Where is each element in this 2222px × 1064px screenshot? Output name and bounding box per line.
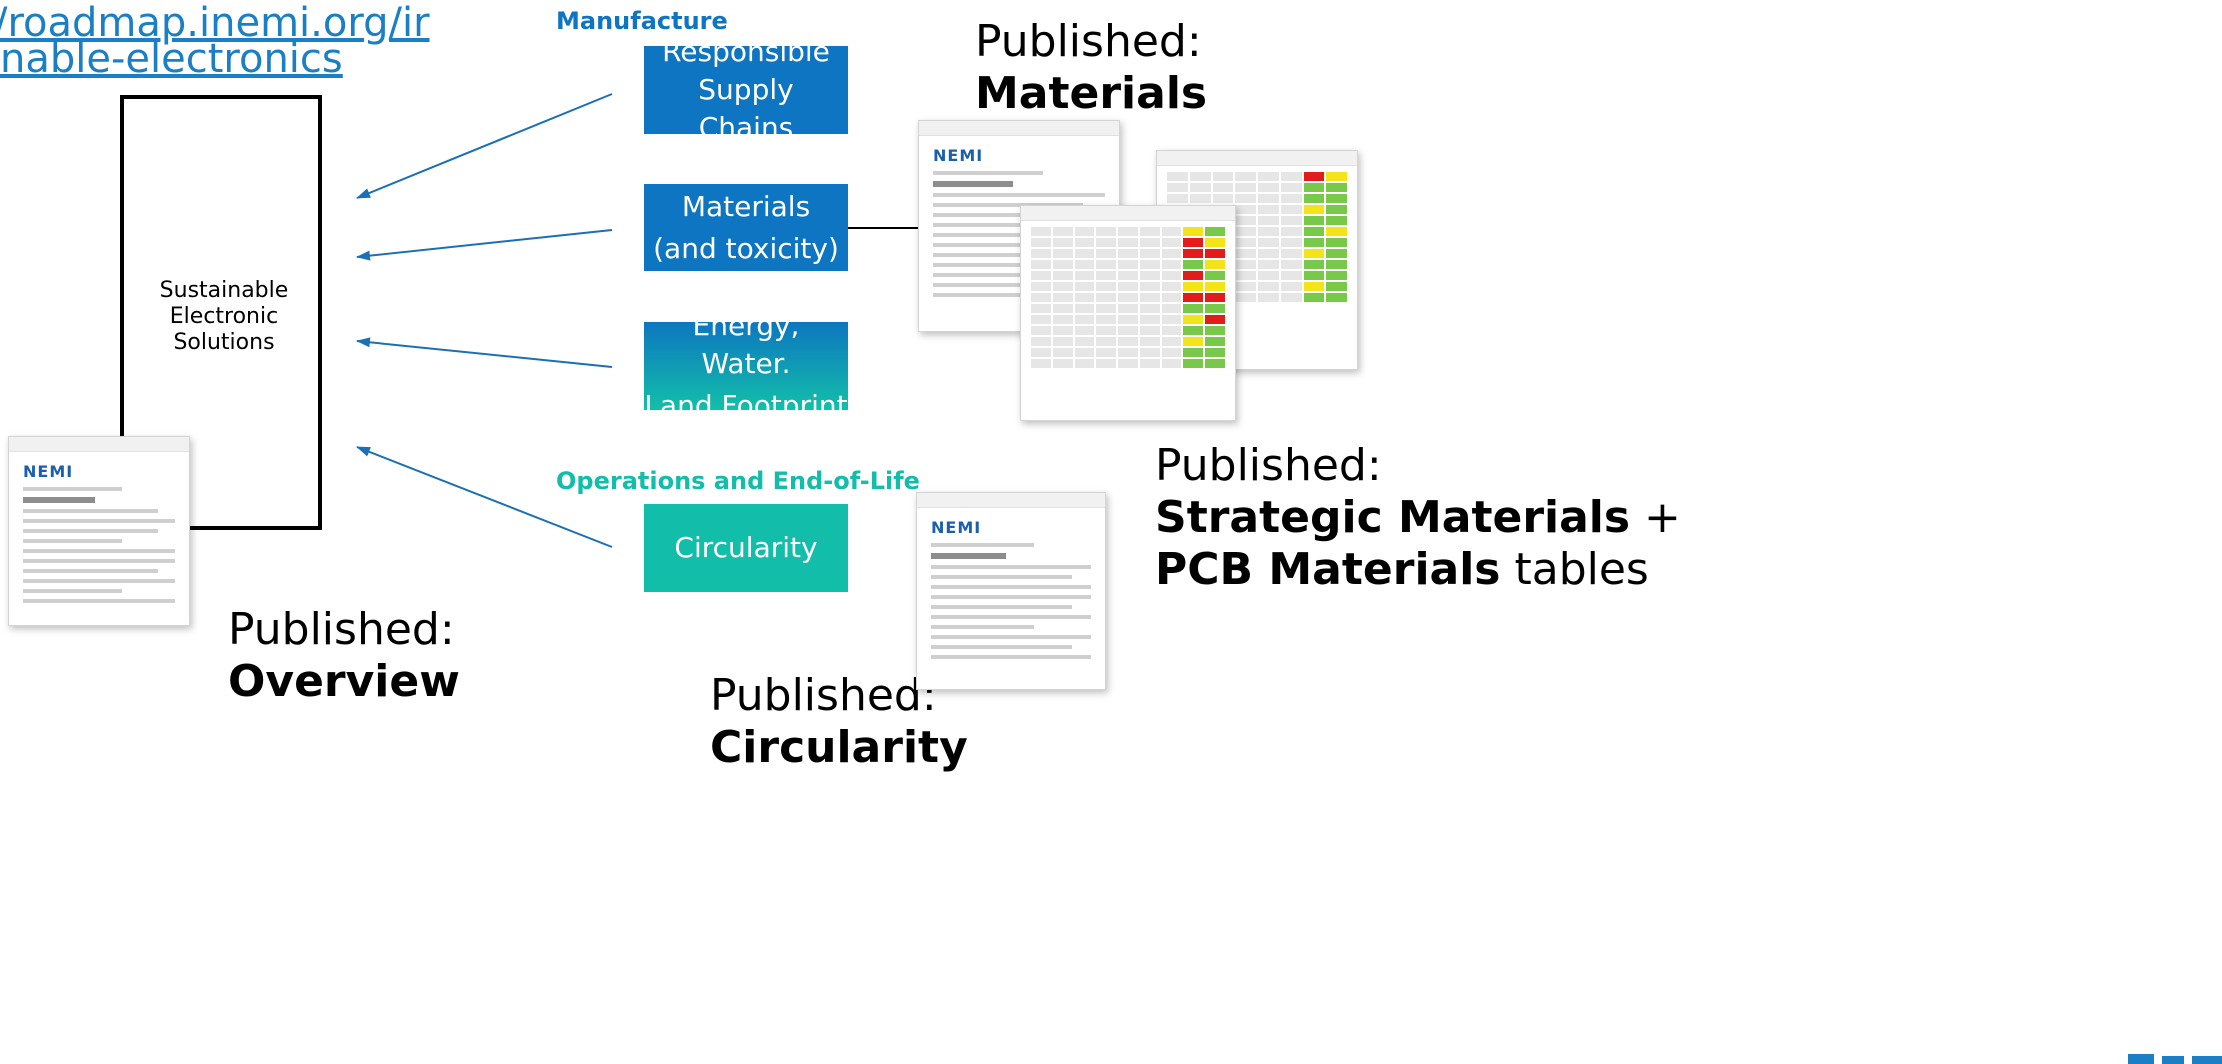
- energy-label-line2: Land Footprint: [644, 389, 848, 422]
- sustainable-solutions-box: [120, 95, 322, 530]
- operations-heading: Operations and End-of-Life: [556, 467, 920, 495]
- inemi-logo: NEMI: [931, 518, 982, 537]
- published-overview: Published: Overview: [228, 604, 460, 708]
- inemi-logo: NEMI: [933, 146, 984, 165]
- materials-label-line1: Materials: [681, 189, 811, 223]
- published-prefix: Published:: [710, 670, 937, 721]
- published-plus: +: [1630, 492, 1681, 543]
- published-overview-name: Overview: [228, 656, 460, 707]
- published-prefix: Published:: [228, 604, 455, 655]
- arrow-supply-chains: [356, 93, 613, 199]
- arrow-energy: [356, 337, 613, 368]
- roadmap-url-line1[interactable]: /roadmap.inemi.org/ir: [0, 0, 430, 46]
- brand-logo-fragment: [2128, 1048, 2222, 1064]
- sustainable-solutions-label: Sustainable Electronic Solutions: [159, 278, 289, 355]
- roadmap-url-line2[interactable]: nable-electronics: [0, 36, 343, 82]
- circularity-box: Circularity: [644, 504, 848, 592]
- materials-label-line2: (and toxicity): [653, 231, 839, 265]
- published-strategic-name: Strategic Materials: [1155, 492, 1631, 543]
- brand-logo-icon: [2128, 1054, 2222, 1064]
- manufacture-heading: Manufacture: [556, 7, 728, 35]
- published-tables-suffix: tables: [1500, 544, 1649, 595]
- arrow-circularity: [356, 446, 613, 548]
- pcb-materials-table-thumbnail: [1020, 205, 1236, 421]
- circularity-doc-thumbnail: NEMI: [916, 492, 1106, 690]
- supply-chains-box: Responsible Supply Chains: [644, 35, 848, 144]
- published-circularity: Published: Circularity: [710, 670, 968, 774]
- arrow-materials: [356, 229, 613, 261]
- materials-box: Materials (and toxicity): [644, 184, 848, 271]
- published-materials-name: Materials: [975, 68, 1208, 119]
- published-prefix: Published:: [975, 16, 1202, 67]
- overview-doc-thumbnail: NEMI: [8, 436, 190, 626]
- published-prefix: Published:: [1155, 440, 1382, 491]
- published-materials: Published: Materials: [975, 16, 1207, 120]
- published-pcb-name: PCB Materials: [1155, 544, 1501, 595]
- supply-chains-label: Responsible Supply Chains: [662, 35, 830, 144]
- circularity-label: Circularity: [674, 531, 818, 564]
- published-tables: Published: Strategic Materials + PCB Mat…: [1155, 440, 1681, 596]
- inemi-logo: NEMI: [23, 462, 74, 481]
- energy-box: Energy, Water. Land Footprint: [644, 309, 848, 422]
- energy-label-line1: Energy, Water.: [692, 309, 800, 380]
- published-circularity-name: Circularity: [710, 722, 968, 773]
